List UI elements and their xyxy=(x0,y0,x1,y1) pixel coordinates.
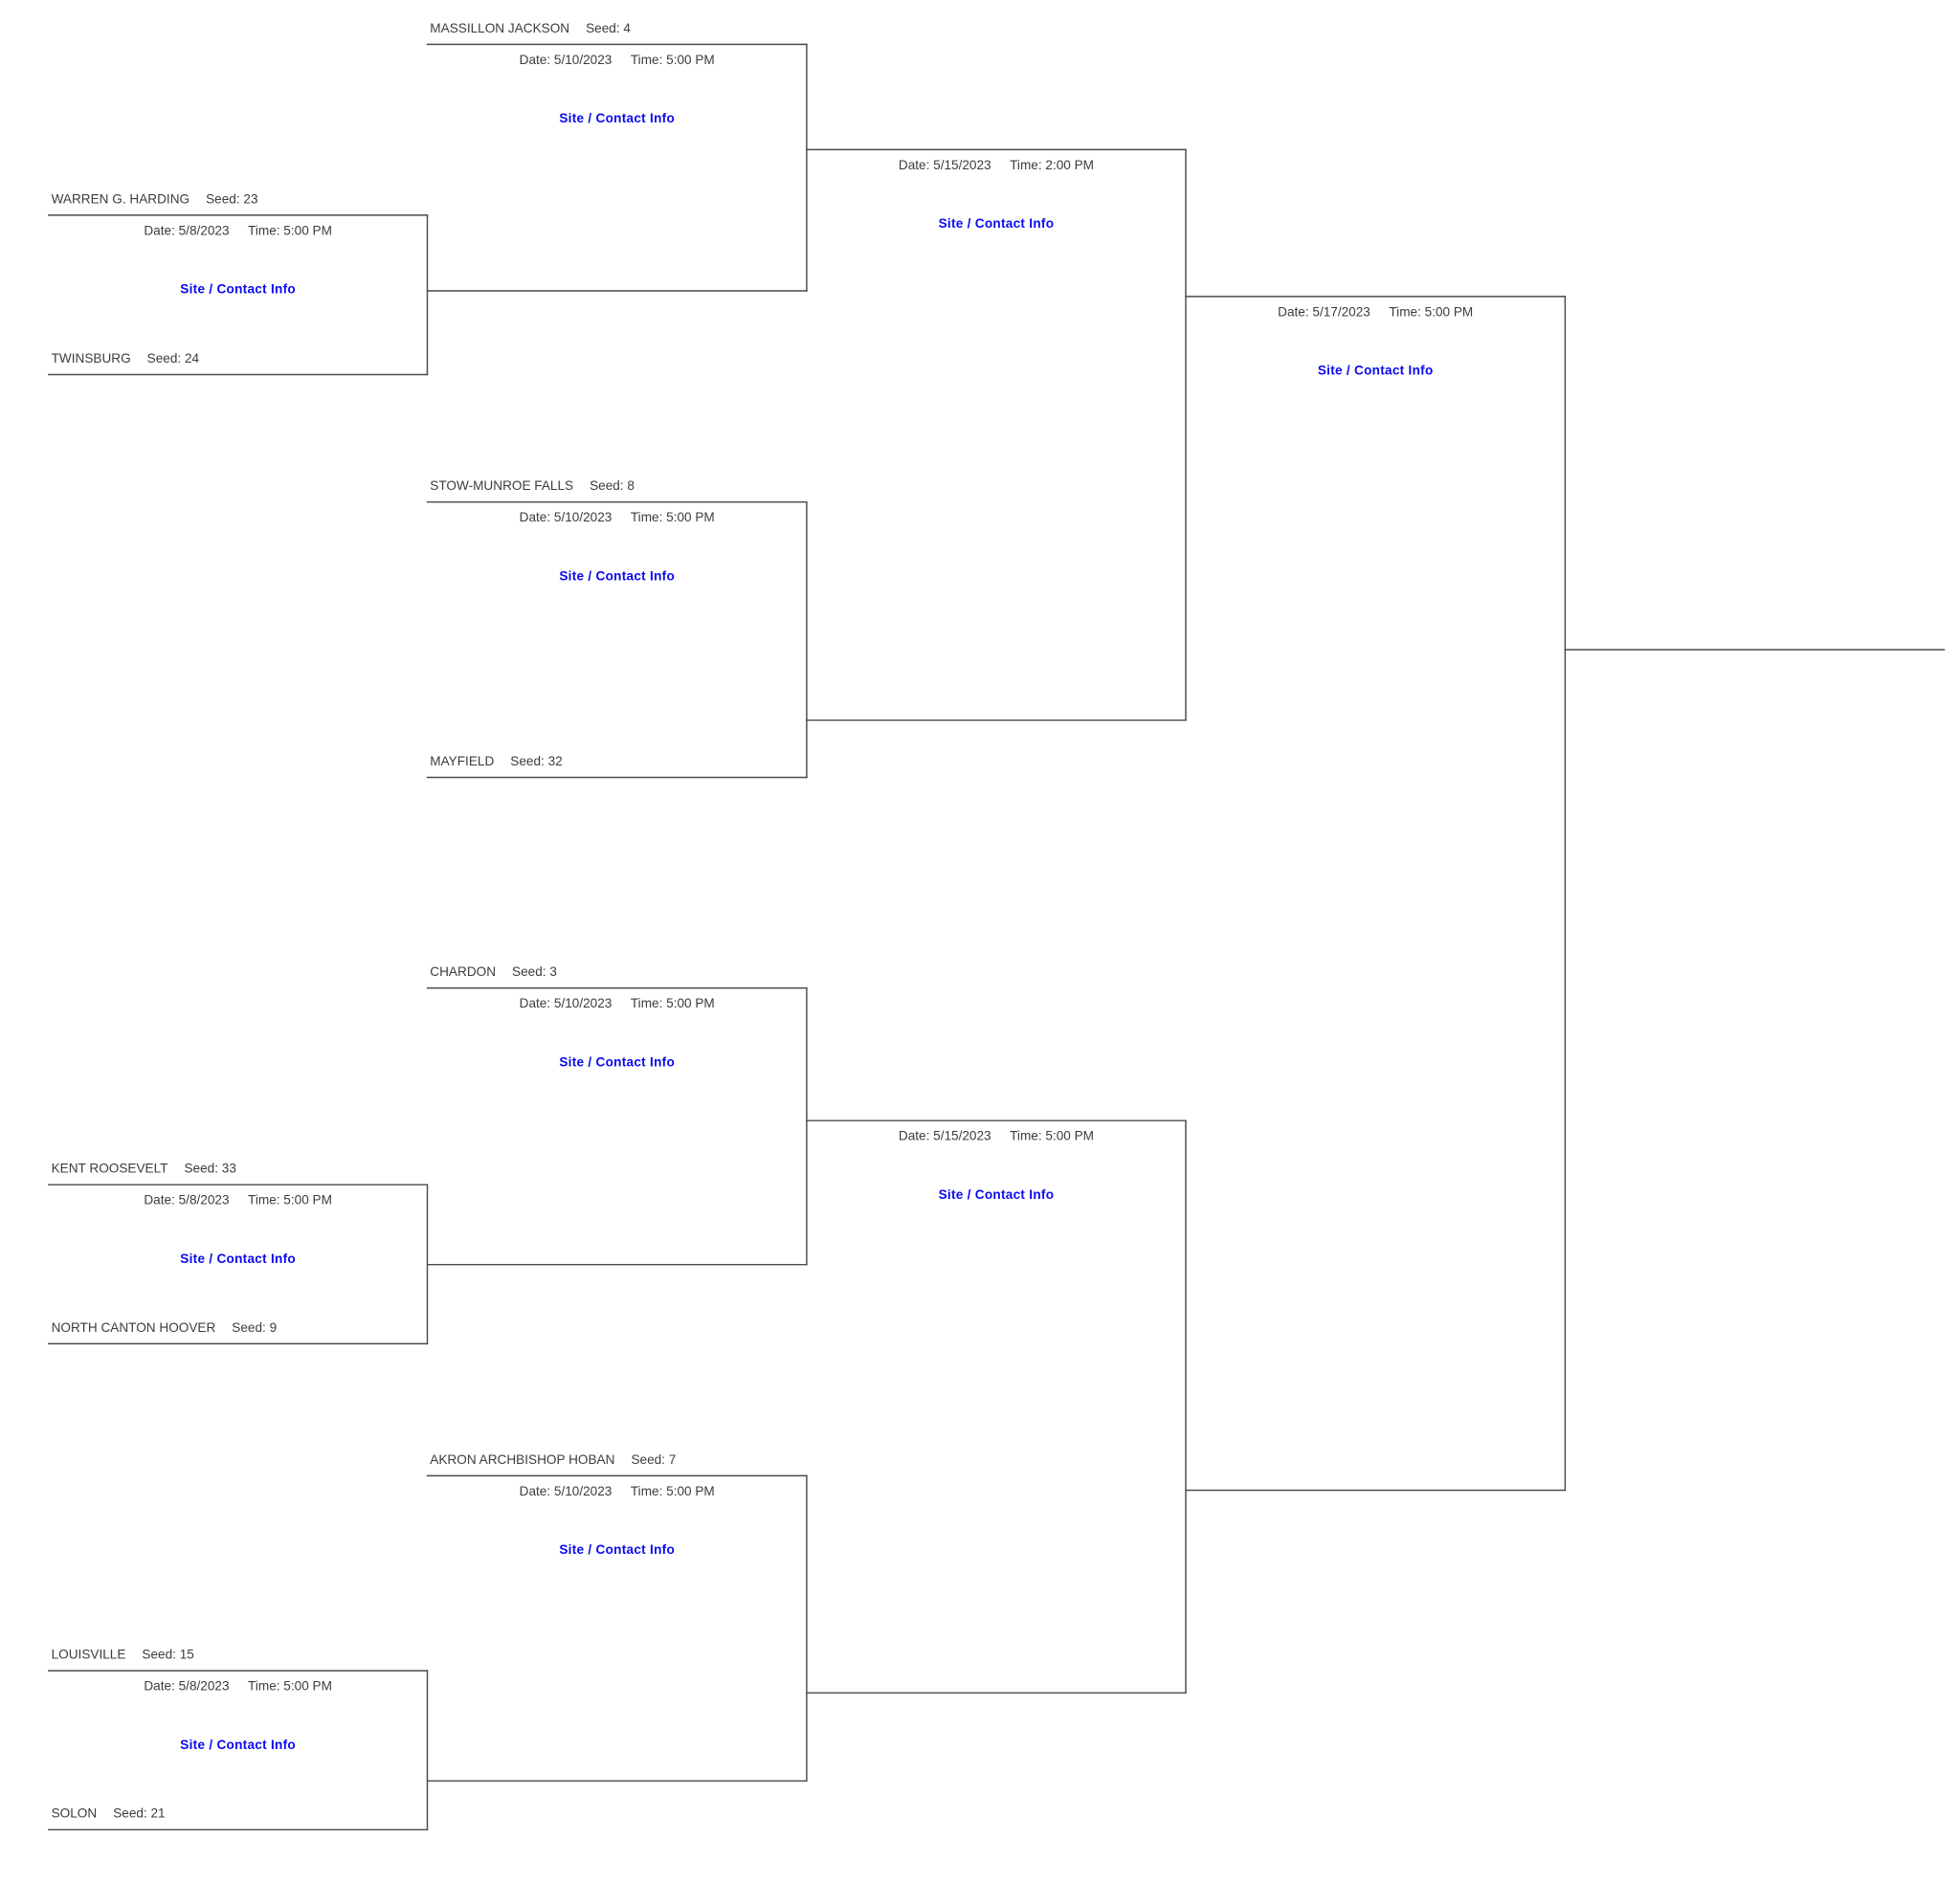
svg-text:Site / Contact Info: Site / Contact Info xyxy=(559,1054,675,1069)
svg-text:Site / Contact Info: Site / Contact Info xyxy=(559,1542,675,1557)
svg-text:Site / Contact Info: Site / Contact Info xyxy=(180,1738,296,1752)
svg-text:Site / Contact Info: Site / Contact Info xyxy=(939,1187,1055,1202)
svg-text:Site / Contact Info: Site / Contact Info xyxy=(180,1252,296,1266)
svg-text:Site / Contact Info: Site / Contact Info xyxy=(939,216,1055,231)
svg-text:Site / Contact Info: Site / Contact Info xyxy=(180,282,296,297)
svg-text:Site / Contact Info: Site / Contact Info xyxy=(1318,364,1434,378)
svg-text:Site / Contact Info: Site / Contact Info xyxy=(559,568,675,583)
svg-text:Site / Contact Info: Site / Contact Info xyxy=(559,111,675,125)
